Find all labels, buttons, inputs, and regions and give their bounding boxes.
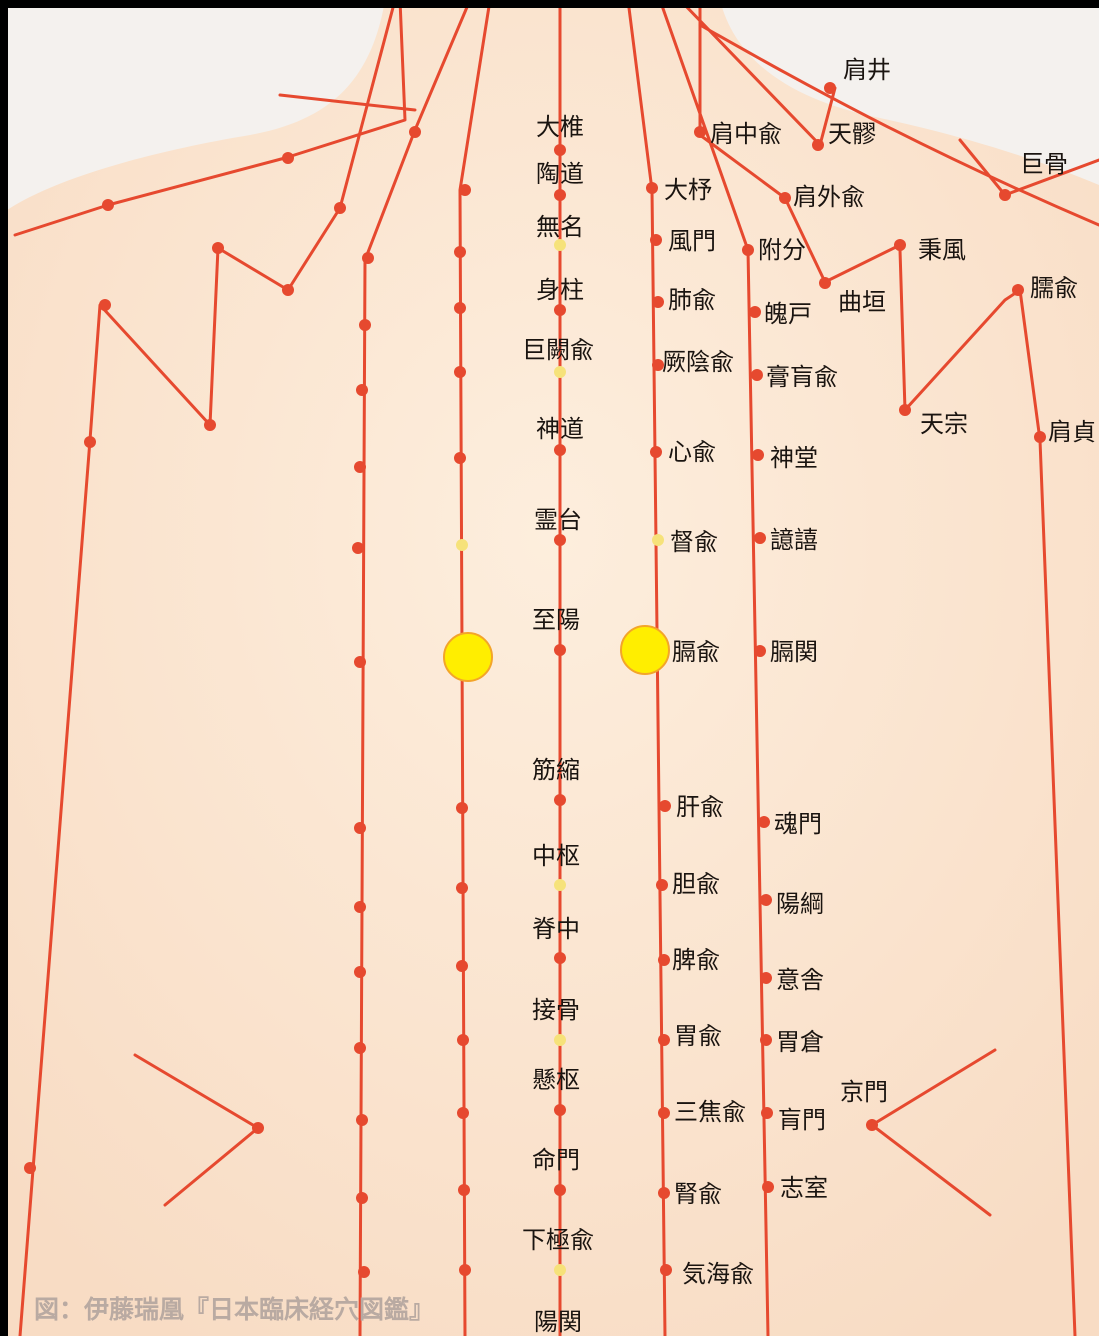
label-yixi: 譩譆: [770, 526, 818, 554]
label-yanggang: 陽綱: [776, 890, 824, 918]
label-pishu: 脾兪: [672, 946, 720, 974]
label-xinshu: 心兪: [668, 438, 716, 466]
label-dushu: 督兪: [670, 528, 718, 556]
label-jinsuo: 筋縮: [532, 756, 580, 784]
label-jianwaishu: 肩外兪: [793, 183, 865, 211]
label-huangmen: 肓門: [778, 1106, 826, 1134]
label-naoshu: 臑兪: [1030, 274, 1078, 302]
label-tianliao: 天髎: [828, 120, 876, 148]
label-weicang: 胃倉: [776, 1028, 824, 1056]
label-shenzhu: 身柱: [536, 276, 584, 304]
label-pohu: 魄戸: [764, 300, 812, 328]
label-jianzhongshu: 肩中兪: [710, 120, 782, 148]
label-geguan: 膈関: [770, 638, 818, 666]
label-fufen: 附分: [758, 236, 806, 264]
label-jianjing: 肩井: [843, 56, 891, 84]
label-wuming: 無名: [536, 213, 584, 241]
label-jueyinshu: 厥陰兪: [662, 348, 734, 376]
label-fengmen: 風門: [668, 227, 716, 255]
label-danshu: 胆兪: [672, 870, 720, 898]
top-frame-edge: [0, 0, 1099, 8]
label-hunmen: 魂門: [774, 810, 822, 838]
label-mingmen: 命門: [532, 1146, 580, 1174]
label-xiajishu: 下極兪: [522, 1226, 594, 1254]
label-sanjiaoshu: 三焦兪: [674, 1098, 746, 1126]
label-xuanshu: 懸枢: [532, 1066, 580, 1094]
label-shendao: 神道: [536, 415, 584, 443]
label-dazhu: 大杼: [664, 176, 712, 204]
label-jiegu: 接骨: [532, 996, 580, 1024]
label-yangguan: 陽関: [534, 1308, 582, 1336]
label-zhongshu: 中枢: [532, 842, 580, 870]
label-quyuan: 曲垣: [838, 288, 886, 316]
highlight-point-left: [444, 633, 492, 681]
left-frame-edge: [0, 0, 8, 1336]
figure-caption: 図：伊藤瑞凰『日本臨床経穴図鑑』: [34, 1295, 434, 1324]
label-weishu: 胃兪: [674, 1022, 722, 1050]
label-gaohuangshu: 膏肓兪: [766, 363, 838, 391]
label-bingfeng: 秉風: [918, 236, 966, 264]
label-shentang: 神堂: [770, 444, 818, 472]
label-jianzhen: 肩貞: [1048, 418, 1096, 446]
label-qihaishu: 気海兪: [682, 1260, 754, 1288]
label-juque: 巨闕兪: [522, 336, 594, 364]
label-yishe: 意舎: [776, 966, 824, 994]
label-dazhui: 大椎: [536, 113, 584, 141]
label-shenshu: 腎兪: [674, 1180, 722, 1208]
label-feishu: 肺兪: [668, 286, 716, 314]
label-jugu: 巨骨: [1020, 150, 1068, 178]
label-zhishi: 志室: [780, 1174, 828, 1202]
label-taodao: 陶道: [536, 160, 584, 188]
highlight-point-right: [621, 626, 669, 674]
label-tianzong: 天宗: [920, 410, 968, 438]
label-geshu: 膈兪: [672, 638, 720, 666]
label-jizhong: 脊中: [532, 915, 580, 943]
label-lingtai: 霊台: [534, 506, 582, 534]
label-jingmen: 京門: [840, 1078, 888, 1106]
label-ganshu: 肝兪: [676, 793, 724, 821]
label-zhiyang: 至陽: [532, 606, 580, 634]
